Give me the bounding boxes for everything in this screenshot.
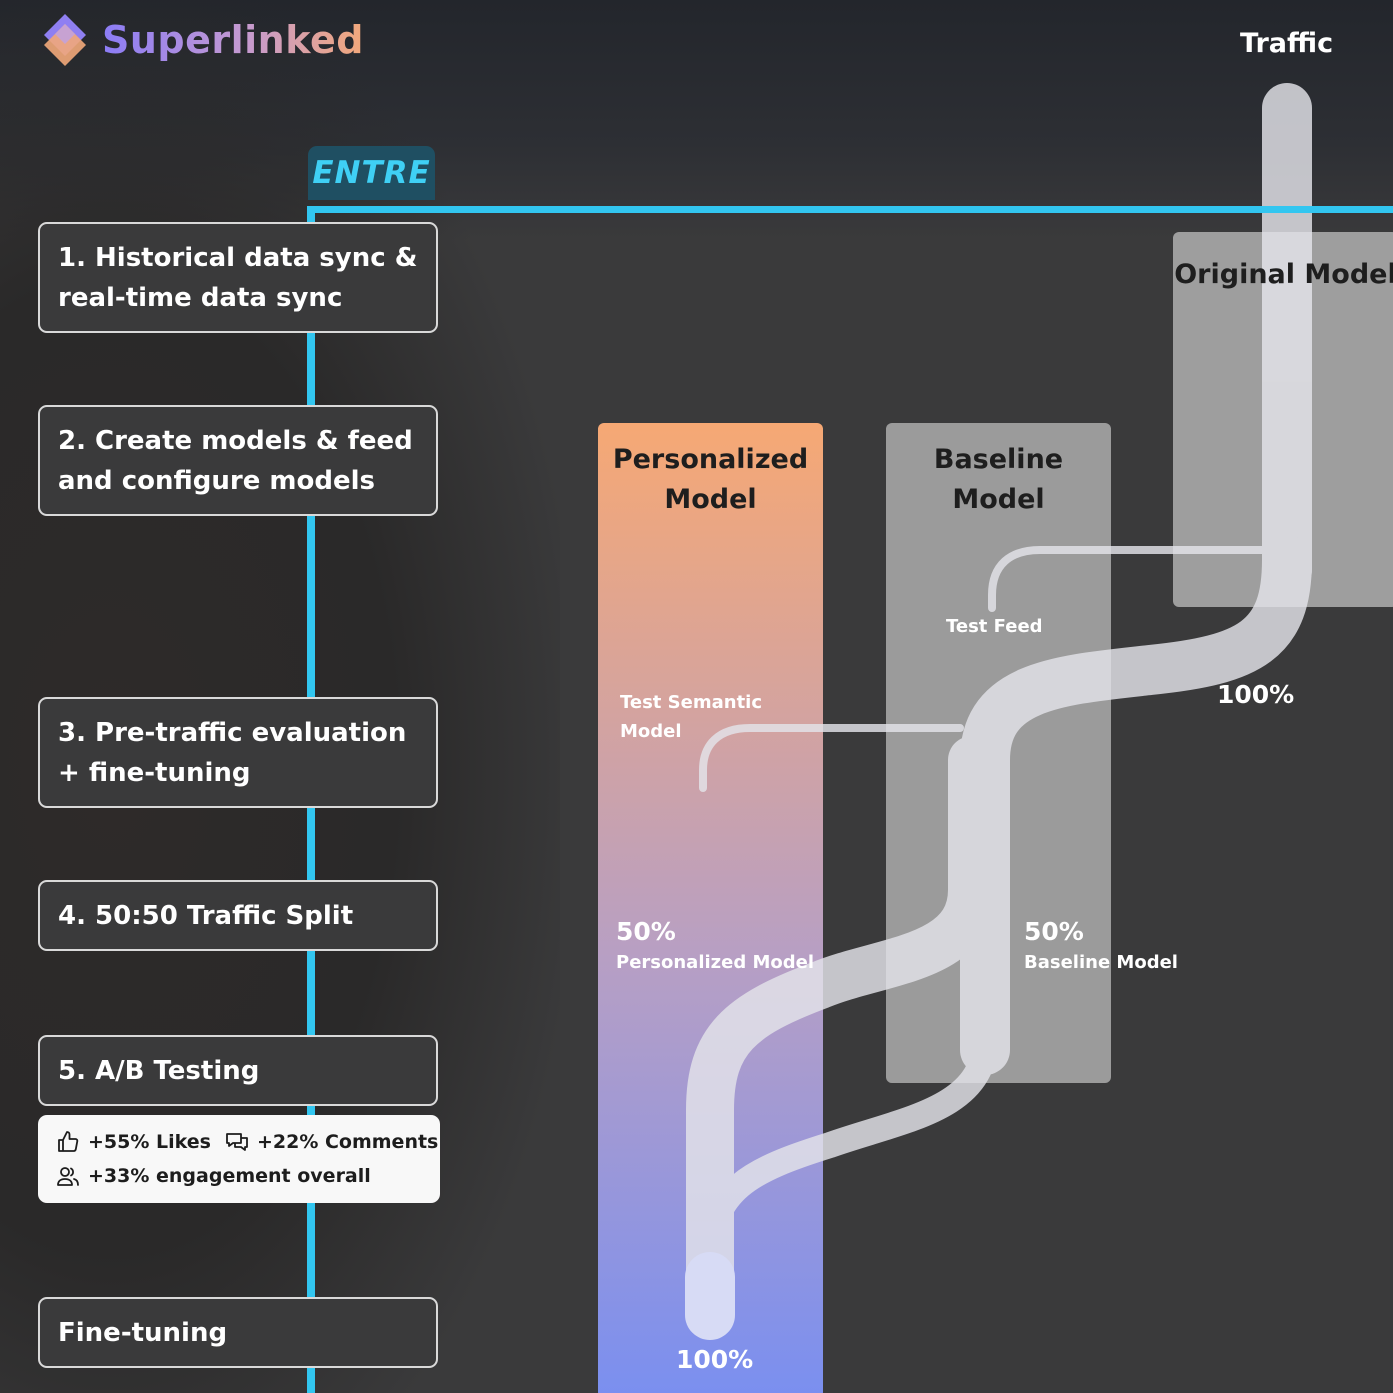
entre-label: ENTRE <box>312 155 431 191</box>
users-icon <box>57 1167 79 1186</box>
traffic-stream-to-baseline <box>960 535 1312 1075</box>
step-label: 1. Historical data sync & real-time data… <box>58 242 418 313</box>
superlinked-logo-icon <box>44 14 86 66</box>
comments-icon <box>226 1133 248 1151</box>
test-semantic-label: Test Semantic Model <box>620 692 763 742</box>
step-traffic-split: 4. 50:50 Traffic Split <box>38 880 438 951</box>
engagement-stat: +33% engagement overall <box>88 1165 371 1187</box>
step-label: Fine-tuning <box>58 1317 228 1348</box>
step-create-models: 2. Create models & feed and configure mo… <box>38 405 438 516</box>
final-traffic-pct: 100% <box>676 1345 754 1374</box>
brand-logo: Superlinked <box>42 12 364 68</box>
personalized-traffic-pct: 50% <box>616 917 676 946</box>
personalized-model-column <box>598 423 823 1393</box>
personalized-traffic-label: Personalized Model <box>616 952 815 973</box>
step-historical-sync: 1. Historical data sync & real-time data… <box>38 222 438 333</box>
results-row: +33% engagement overall <box>56 1159 422 1193</box>
step-ab-testing: 5. A/B Testing <box>38 1035 438 1106</box>
ab-results-card: +55% Likes +22% Comments +33% engagement… <box>38 1115 440 1203</box>
test-feed-label: Test Feed <box>946 616 1043 637</box>
step-label: 4. 50:50 Traffic Split <box>58 900 354 931</box>
step-pre-traffic-evaluation: 3. Pre-traffic evaluation + fine-tuning <box>38 697 438 808</box>
traffic-stream-personalized <box>686 736 996 1324</box>
entre-badge: ENTRE <box>308 146 435 200</box>
original-model-title: Original Model <box>1174 259 1393 290</box>
step-label: 3. Pre-traffic evaluation + fine-tuning <box>58 717 407 788</box>
baseline-model-title: Baseline Model <box>933 444 1064 515</box>
step-label: 2. Create models & feed and configure mo… <box>58 425 413 496</box>
comments-stat: +22% Comments <box>256 1131 439 1153</box>
test-semantic-branch <box>699 724 964 792</box>
final-output-bar <box>685 1252 735 1340</box>
timeline-horizontal <box>308 206 1393 213</box>
traffic-title: Traffic <box>1240 28 1334 59</box>
test-feed-branch <box>988 546 1266 612</box>
brand-name: Superlinked <box>102 18 364 62</box>
thumbs-up-icon <box>58 1131 79 1152</box>
baseline-traffic-pct: 50% <box>1024 917 1084 946</box>
step-fine-tuning: Fine-tuning <box>38 1297 438 1368</box>
step-label: 5. A/B Testing <box>58 1055 260 1086</box>
baseline-traffic-label: Baseline Model <box>1024 952 1178 973</box>
personalized-model-title: Personalized Model <box>612 444 809 515</box>
original-traffic-pct: 100% <box>1217 680 1295 709</box>
likes-stat: +55% Likes <box>88 1131 211 1153</box>
results-row: +55% Likes +22% Comments <box>56 1125 438 1159</box>
